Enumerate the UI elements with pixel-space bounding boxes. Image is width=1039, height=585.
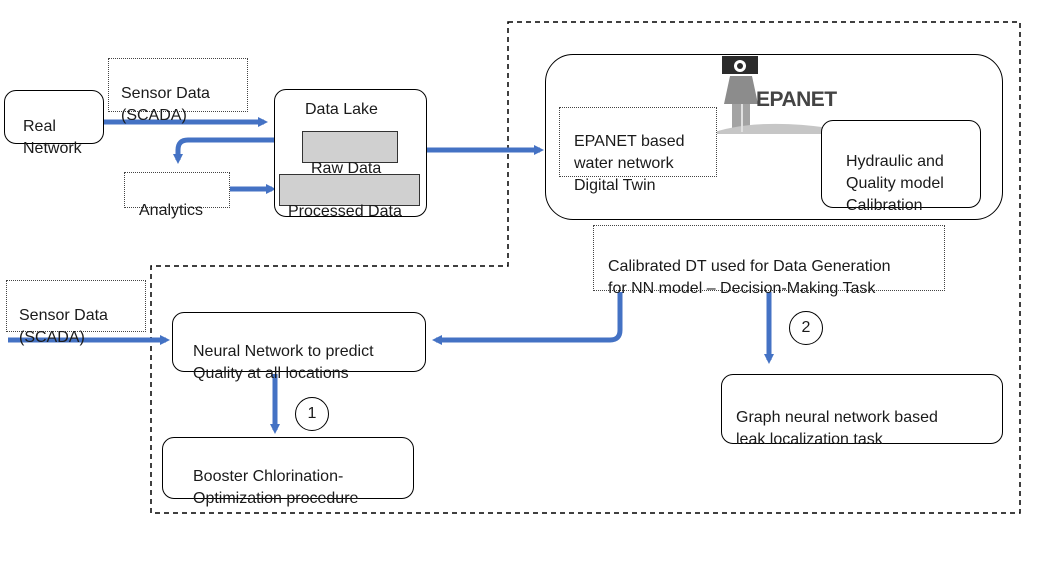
calibrated-dt-node: Calibrated DT used for Data Generation f… [593, 225, 945, 297]
sensor-data-top-node: Sensor Data (SCADA) [108, 58, 248, 124]
gnn-leak-node: Graph neural network based leak localiza… [721, 374, 1003, 448]
calibration-node: Hydraulic and Quality model Calibration [821, 120, 981, 214]
analytics-node: Analytics [124, 172, 230, 219]
booster-node: Booster Chlorination- Optimization proce… [162, 437, 414, 507]
real-network-label: Real Network [23, 118, 82, 157]
neural-network-label: Neural Network to predict Quality at all… [193, 343, 374, 382]
gnn-leak-label: Graph neural network based leak localiza… [736, 409, 938, 448]
sensor-data-top-label: Sensor Data (SCADA) [121, 85, 210, 124]
analytics-label: Analytics [139, 202, 204, 219]
epanet-dt-node: EPANET based water network Digital Twin [559, 107, 717, 194]
booster-label: Booster Chlorination- Optimization proce… [193, 468, 359, 507]
calibrated-dt-label: Calibrated DT used for Data Generation f… [608, 258, 891, 297]
arrow-raw-to-analytics [173, 137, 302, 164]
data-lake-label: Data Lake [305, 101, 378, 118]
arrow-calibrated-to-nn [432, 292, 623, 345]
processed-data-label: Processed Data [288, 203, 402, 220]
step-marker-1: 1 [295, 397, 329, 431]
raw-data-label: Raw Data [311, 160, 382, 177]
epanet-logo-text: EPANET [756, 88, 837, 111]
calibration-label: Hydraulic and Quality model Calibration [846, 153, 944, 214]
processed-data-node: Processed Data [279, 174, 420, 220]
sensor-data-bottom-label: Sensor Data (SCADA) [19, 307, 108, 346]
epanet-dt-label: EPANET based water network Digital Twin [574, 133, 685, 194]
system-boundary [150, 21, 1021, 514]
neural-network-node: Neural Network to predict Quality at all… [172, 312, 426, 382]
sensor-data-bottom-node: Sensor Data (SCADA) [6, 280, 146, 346]
step-marker-2: 2 [789, 311, 823, 345]
raw-data-node: Raw Data [302, 131, 398, 177]
real-network-node: Real Network [4, 90, 104, 157]
